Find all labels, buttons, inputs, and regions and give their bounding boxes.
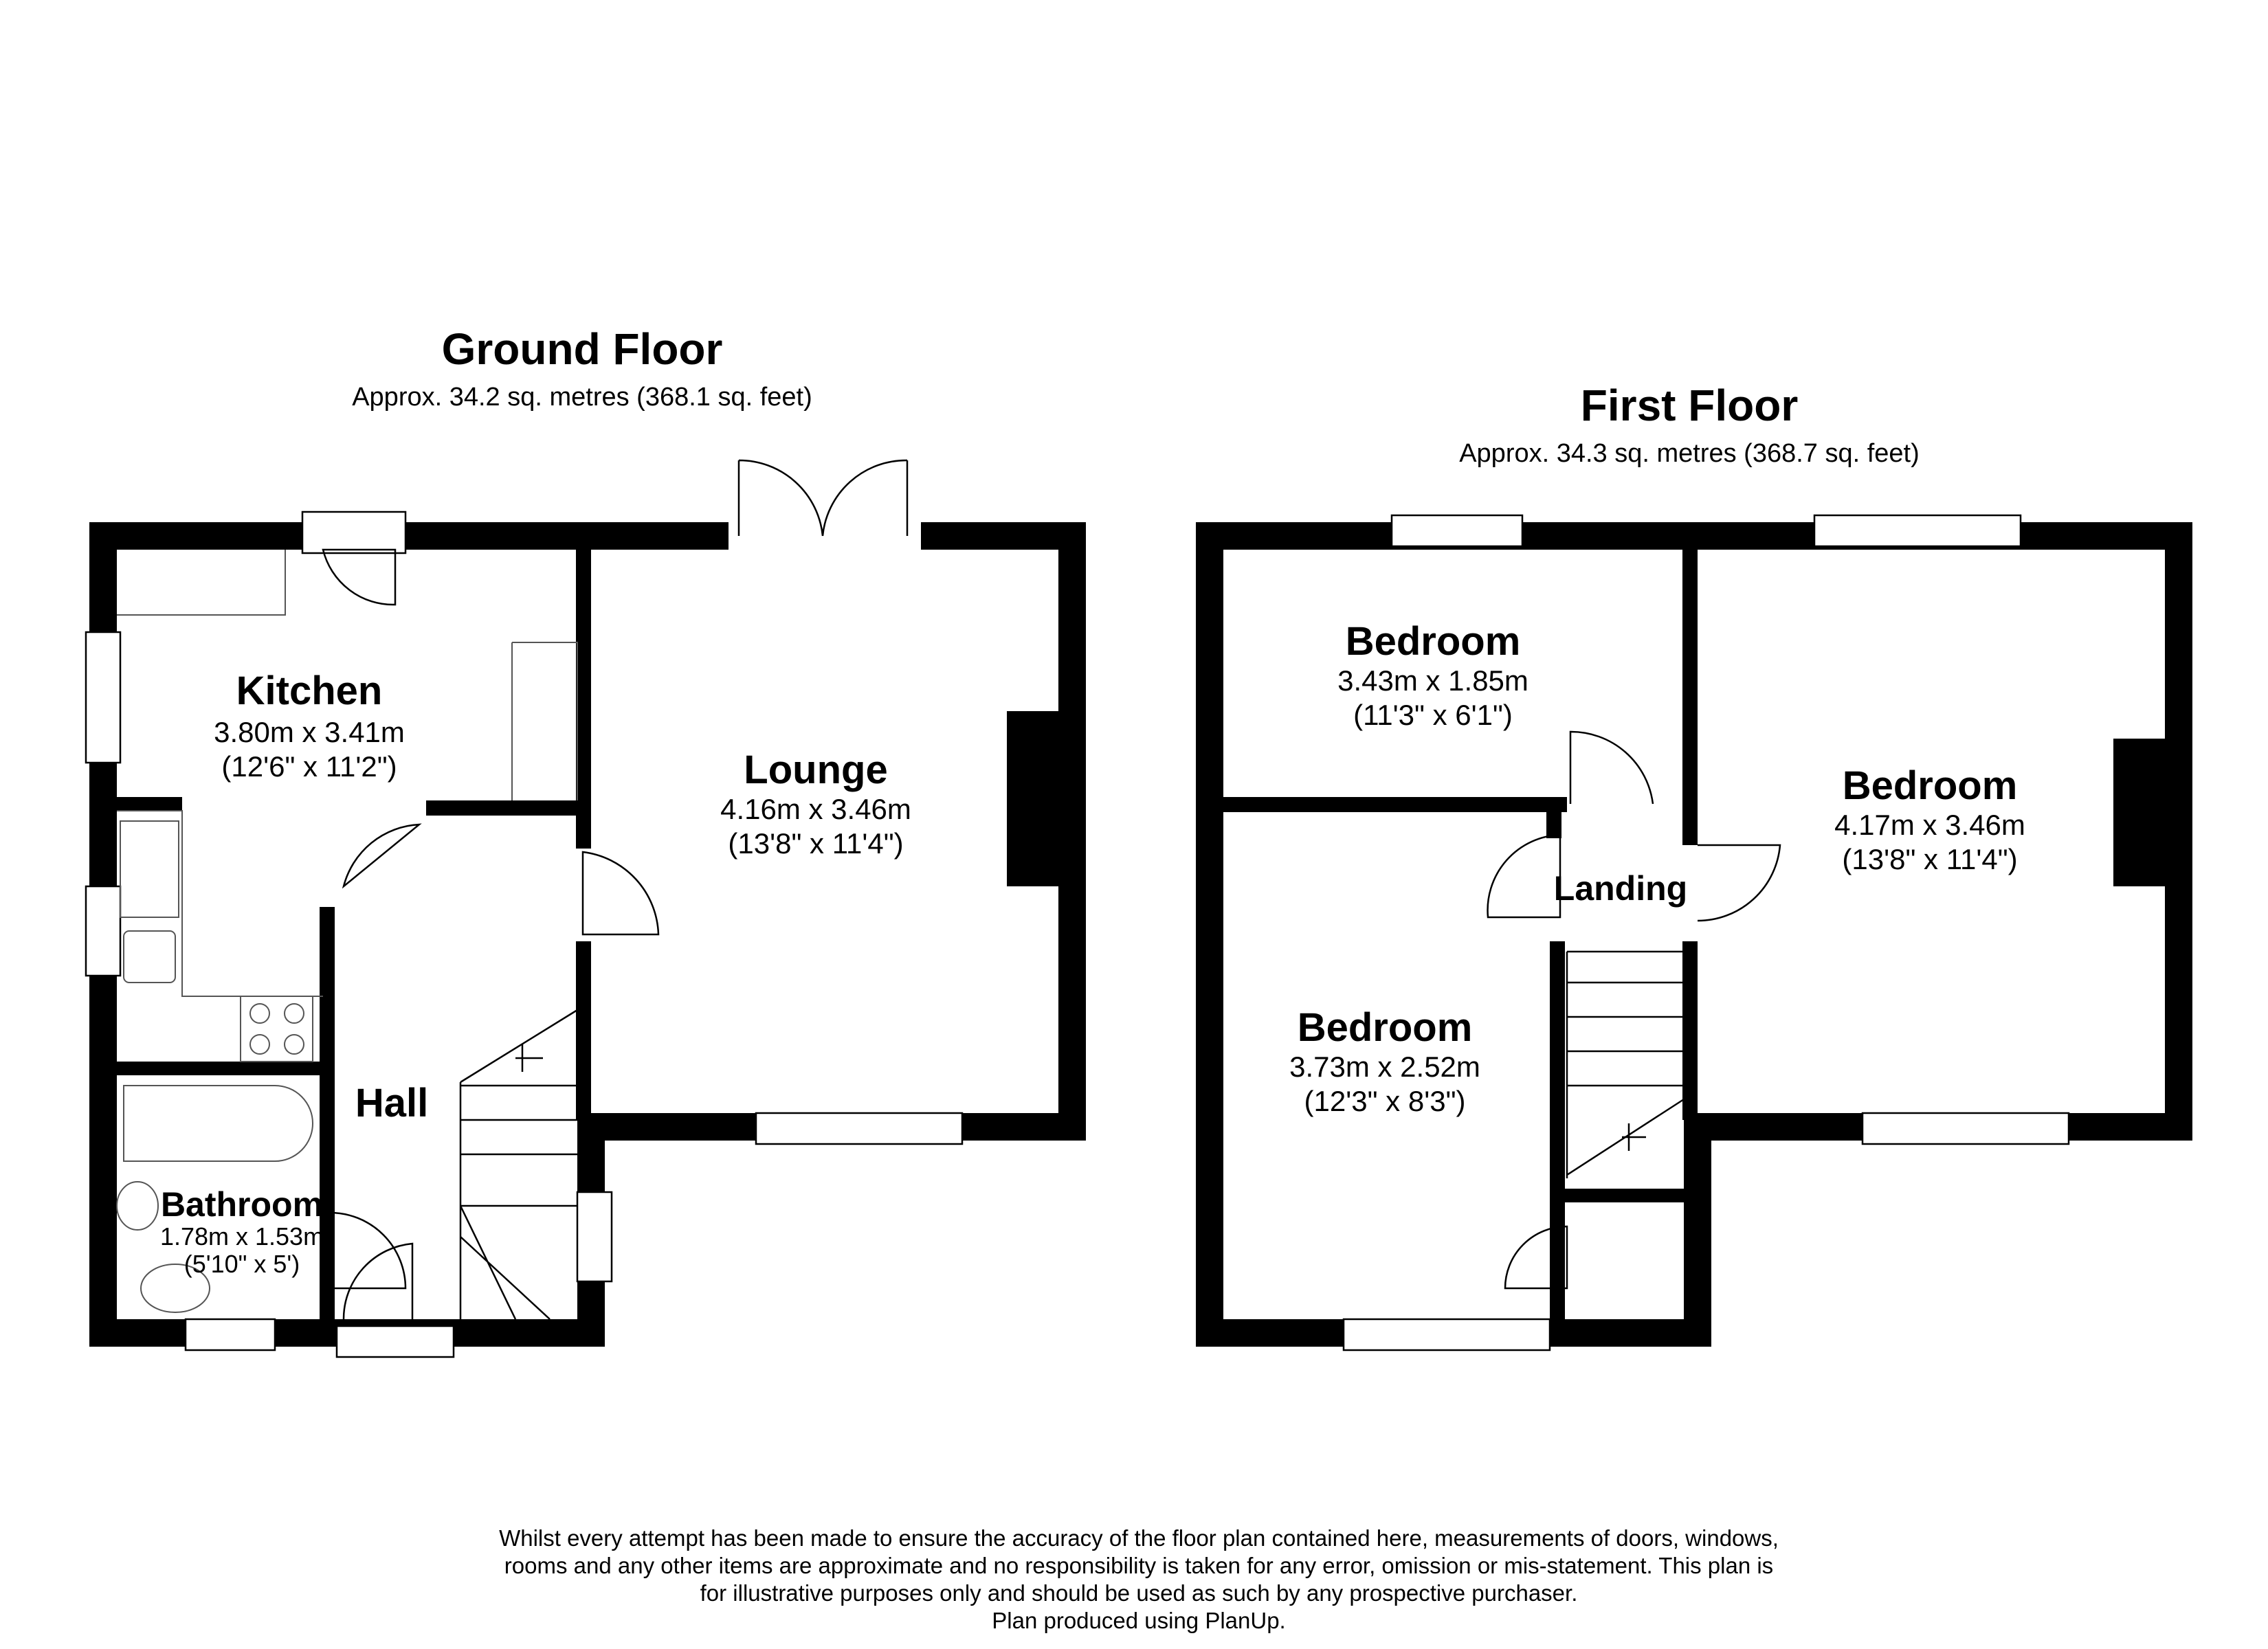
ff-wall-cupboard bbox=[1550, 1189, 1687, 1202]
ground-floor-title: Ground Floor bbox=[442, 324, 723, 374]
gf-wall-lounge-hall bbox=[576, 941, 591, 1120]
bedroom-1-imperial: (11'3" x 6'1") bbox=[1353, 699, 1513, 731]
bathroom-label: Bathroom bbox=[161, 1185, 323, 1224]
ff-window-bed1 bbox=[1390, 514, 1524, 548]
gf-door-kitchen-back bbox=[322, 548, 397, 606]
gf-staircase bbox=[459, 1009, 578, 1323]
ff-wall-centre-right bbox=[1682, 546, 1698, 845]
gf-wall-kitchen-lounge bbox=[576, 546, 591, 849]
ground-floor-area: Approx. 34.2 sq. metres (368.1 sq. feet) bbox=[352, 383, 812, 412]
first-floor-area: Approx. 34.3 sq. metres (368.7 sq. feet) bbox=[1459, 439, 1920, 468]
gf-hob bbox=[240, 996, 313, 1062]
ff-wall-top bbox=[1196, 522, 2192, 550]
first-floor-title: First Floor bbox=[1581, 381, 1798, 430]
landing-label: Landing bbox=[1554, 869, 1687, 908]
ff-door-bed3 bbox=[1487, 833, 1561, 919]
ff-wall-left bbox=[1196, 522, 1223, 1347]
gf-kitchen-worktop bbox=[117, 550, 578, 997]
gf-window-bath-bottom bbox=[184, 1318, 276, 1351]
ff-wall-bed3-landing bbox=[1546, 811, 1561, 838]
ff-wall-bed1-bed3 bbox=[1220, 797, 1567, 812]
gf-front-door-step bbox=[335, 1325, 455, 1358]
gf-door-lounge bbox=[581, 851, 660, 936]
bedroom-2-imperial: (13'8" x 11'4") bbox=[1842, 843, 2017, 875]
lounge-imperial: (13'8" x 11'4") bbox=[728, 827, 903, 860]
gf-wall-right bbox=[1058, 522, 1086, 1141]
gf-wall-kitchen-hall bbox=[426, 800, 584, 816]
disclaimer-line-4: Plan produced using PlanUp. bbox=[992, 1608, 1285, 1633]
bedroom-2-metric: 4.17m x 3.46m bbox=[1834, 809, 2025, 841]
bedroom-1-label: Bedroom bbox=[1346, 619, 1521, 664]
gf-window-lounge-bottom bbox=[755, 1112, 964, 1145]
ff-window-bed3 bbox=[1342, 1318, 1551, 1351]
lounge-label: Lounge bbox=[744, 748, 887, 792]
ff-wall-bed3-stairs bbox=[1550, 941, 1565, 1326]
bedroom-3-label: Bedroom bbox=[1298, 1005, 1473, 1050]
ff-window-bed2-top bbox=[1813, 514, 2022, 548]
gf-wall-kitchen-stub bbox=[113, 797, 182, 811]
ff-wall-right bbox=[2165, 522, 2192, 1141]
gf-window-hall-side bbox=[576, 1191, 613, 1283]
hall-label: Hall bbox=[355, 1081, 428, 1125]
bathroom-metric: 1.78m x 1.53m bbox=[160, 1222, 324, 1250]
lounge-metric: 4.16m x 3.46m bbox=[720, 793, 911, 825]
gf-door-bathroom bbox=[329, 1211, 407, 1290]
gf-window-kitchen-left-2 bbox=[85, 885, 122, 977]
first-floor-plan bbox=[1196, 514, 2192, 1351]
gf-door-front bbox=[342, 1242, 414, 1320]
gf-bath bbox=[123, 1085, 313, 1162]
ff-window-bed2-bottom bbox=[1861, 1112, 2070, 1145]
gf-kitchen-sink bbox=[120, 820, 179, 983]
gf-wall-kitchen-bath bbox=[113, 1062, 326, 1075]
gf-wall-hall-left bbox=[320, 907, 335, 1319]
ff-door-bed2 bbox=[1697, 844, 1781, 922]
disclaimer-line-3: for illustrative purposes only and shoul… bbox=[700, 1580, 1578, 1606]
gf-window-kitchen-top bbox=[301, 511, 407, 554]
ff-staircase bbox=[1566, 950, 1685, 1178]
ff-wall-box-right bbox=[1684, 1113, 1711, 1347]
gf-wall-top-left bbox=[89, 522, 729, 550]
bedroom-3-metric: 3.73m x 2.52m bbox=[1289, 1051, 1480, 1083]
bedroom-2-label: Bedroom bbox=[1843, 763, 2018, 808]
ff-door-bed1 bbox=[1569, 730, 1654, 805]
kitchen-metric: 3.80m x 3.41m bbox=[214, 716, 405, 748]
kitchen-imperial: (12'6" x 11'2") bbox=[221, 750, 397, 783]
ff-chimney bbox=[2113, 739, 2168, 886]
bedroom-1-metric: 3.43m x 1.85m bbox=[1337, 664, 1528, 697]
gf-basin bbox=[116, 1181, 159, 1231]
ground-floor-plan bbox=[85, 459, 1086, 1358]
gf-window-kitchen-left bbox=[85, 631, 122, 764]
kitchen-label: Kitchen bbox=[236, 669, 383, 713]
gf-chimney bbox=[1007, 711, 1062, 886]
ff-wall-centre-right-lower bbox=[1682, 941, 1698, 1120]
gf-door-lounge-french bbox=[737, 459, 909, 537]
disclaimer-line-1: Whilst every attempt has been made to en… bbox=[499, 1525, 1779, 1551]
bathroom-imperial: (5'10" x 5') bbox=[184, 1250, 300, 1278]
disclaimer-line-2: rooms and any other items are approximat… bbox=[504, 1553, 1773, 1578]
ff-door-cupboard bbox=[1504, 1225, 1568, 1290]
gf-toilet bbox=[140, 1264, 210, 1313]
gf-door-kitchen bbox=[342, 823, 422, 889]
bedroom-3-imperial: (12'3" x 8'3") bbox=[1304, 1085, 1466, 1117]
